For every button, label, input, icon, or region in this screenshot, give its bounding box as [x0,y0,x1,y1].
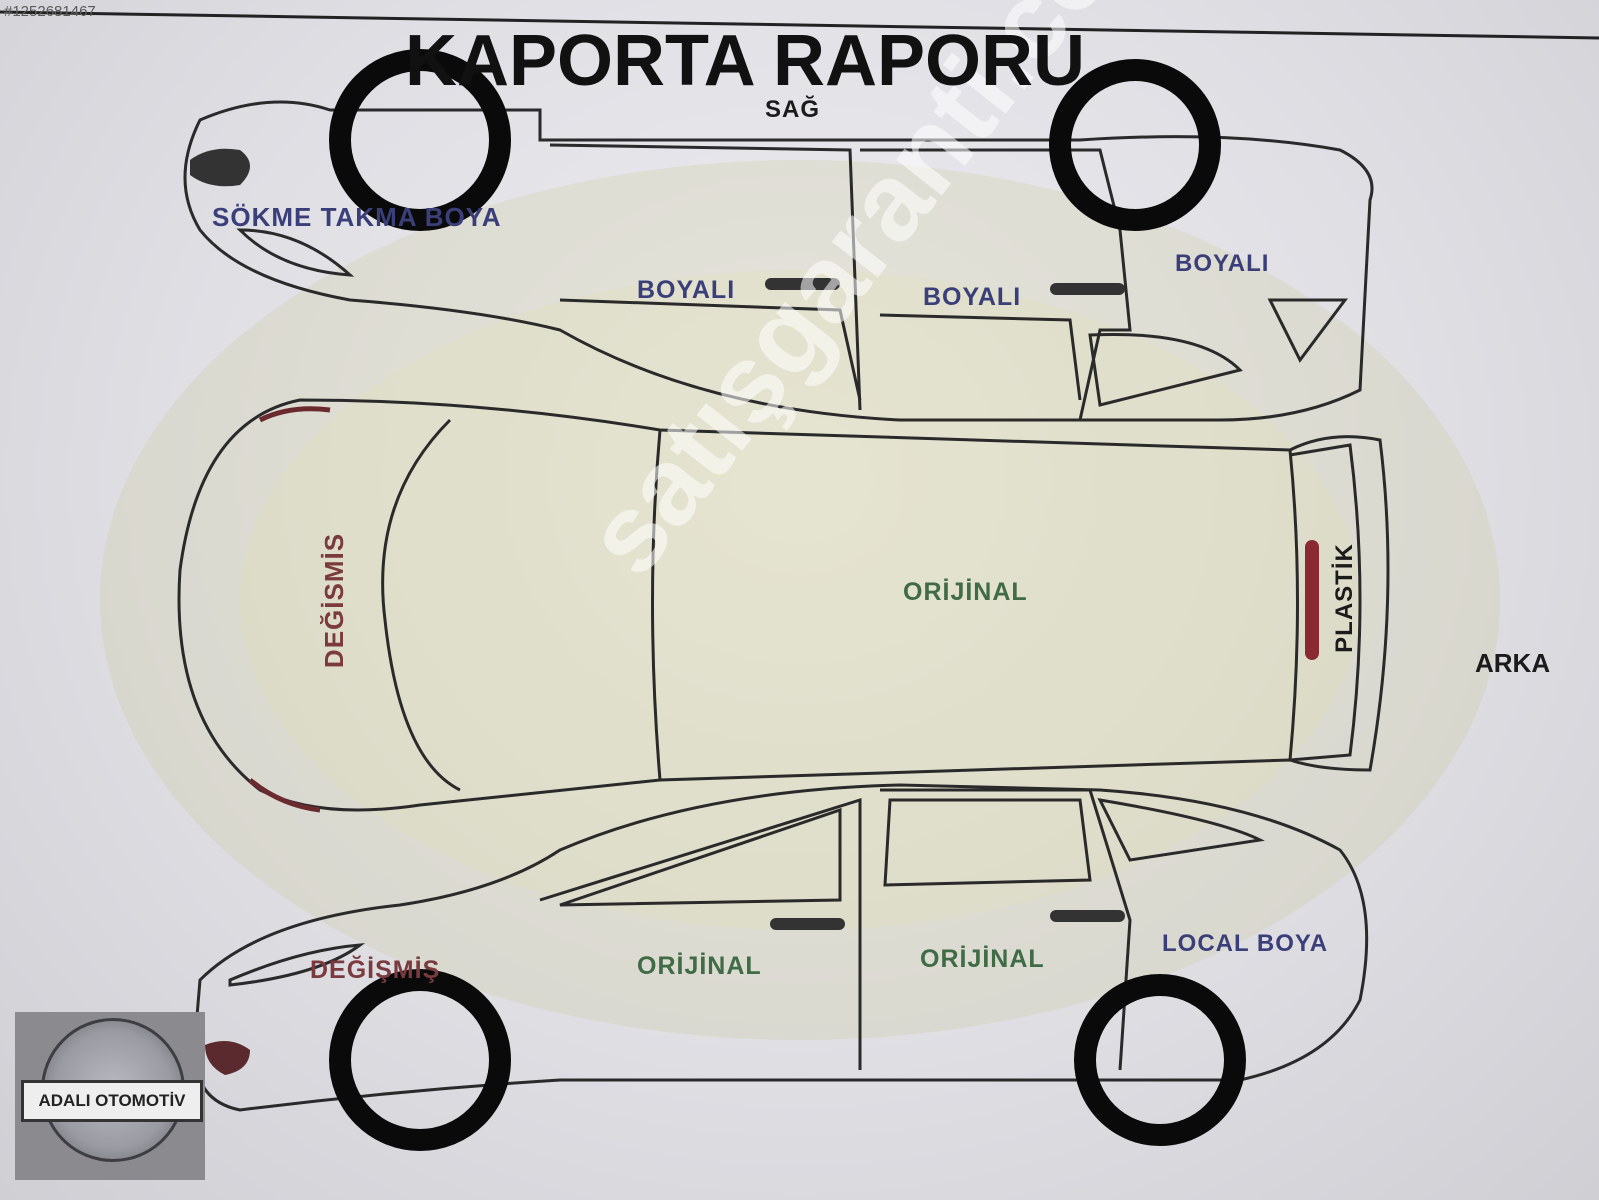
badge-text: ADALI OTOMOTİV [21,1080,203,1122]
middle-roof-label: ORİJİNAL [903,578,1028,606]
bottom-front-fender-label: DEĞİŞMİŞ [310,956,441,984]
bottom-car-handles [770,910,1125,930]
bottom-rear-door-label: ORİJİNAL [920,945,1045,973]
top-front-bumper-label: SÖKME TAKMA BOYA [212,202,502,232]
middle-car-outline [177,398,1390,812]
bottom-rear-fender-label: LOCAL BOYA [1162,930,1329,957]
top-front-door-label: BOYALI [637,276,736,304]
bottom-front-door-label: ORİJİNAL [637,952,762,980]
top-car-wheels [329,49,1221,231]
top-rear-door-label: BOYALI [923,283,1022,311]
middle-rear-label: PLASTİK [1330,543,1358,653]
side-label-right: ARKA [1475,648,1551,678]
top-car-handles [765,278,1125,295]
listing-id: #1252681467 [4,3,96,20]
side-label-top: SAĞ [765,96,821,123]
dealer-badge: ADALI OTOMOTİV [15,1012,205,1180]
report-title: KAPORTA RAPORU [405,21,1085,101]
top-rear-fender-label: BOYALI [1175,250,1270,277]
middle-hood-label: DEĞİSMİS [319,532,350,669]
bottom-car-wheels [329,969,1246,1151]
